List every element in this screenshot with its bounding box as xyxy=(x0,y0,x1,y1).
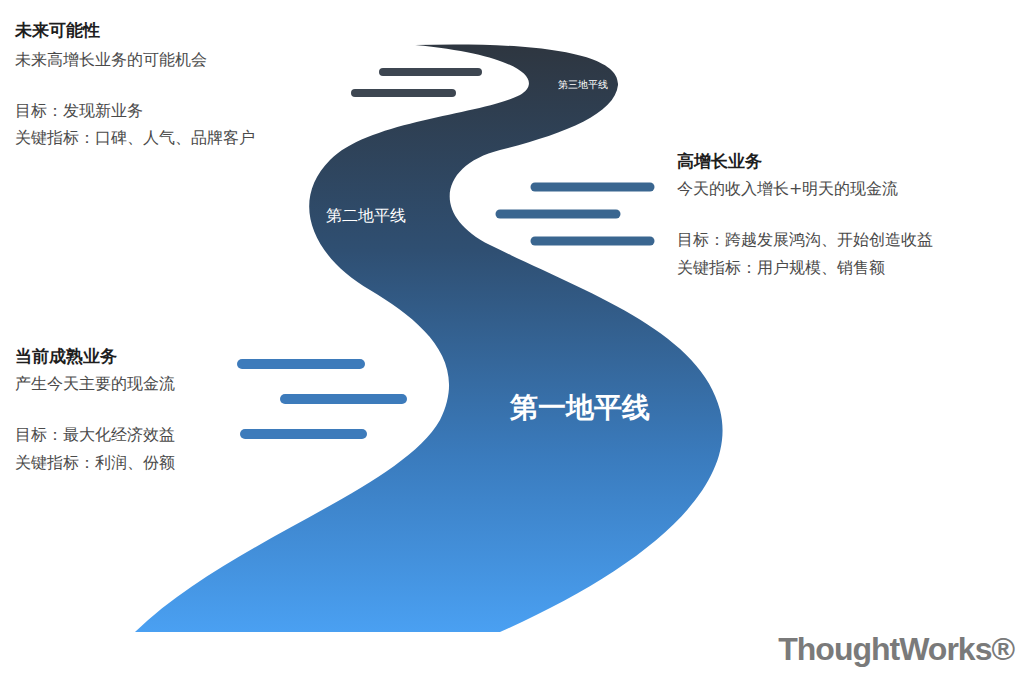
horizon-label: 第二地平线 xyxy=(326,206,406,225)
body-text: 未来高增长业务的可能机会 xyxy=(15,50,207,69)
body-text: 今天的收入增长+明天的现金流 xyxy=(677,179,898,198)
body-text: 目标：跨越发展鸿沟、开始创造收益 xyxy=(677,230,933,249)
body-text: 目标：发现新业务 xyxy=(15,101,143,120)
speed-bar xyxy=(242,359,360,369)
body-text: 关键指标：用户规模、销售额 xyxy=(677,258,885,277)
speed-bar xyxy=(535,183,650,192)
body-text: 关键指标：利润、份额 xyxy=(15,453,175,472)
section-heading: 当前成熟业务 xyxy=(15,346,117,366)
section-heading: 高增长业务 xyxy=(677,151,762,171)
speed-bar xyxy=(383,68,478,76)
body-text: 产生今天主要的现金流 xyxy=(15,374,175,393)
speed-bars-top xyxy=(355,72,478,93)
horizon-label: 第一地平线 xyxy=(510,391,650,425)
speed-bars-right xyxy=(500,187,650,241)
speed-bar xyxy=(245,429,362,439)
speed-bar xyxy=(355,89,452,97)
section-heading: 未来可能性 xyxy=(15,20,100,40)
body-text: 关键指标：口碑、人气、品牌客户 xyxy=(15,128,255,147)
speed-bar xyxy=(285,394,402,404)
horizon-label: 第三地平线 xyxy=(558,79,608,91)
body-text: 目标：最大化经济效益 xyxy=(15,425,175,444)
speed-bar xyxy=(535,237,650,246)
brand-logo: ThoughtWorks® xyxy=(778,630,1014,668)
speed-bars-left xyxy=(242,364,402,434)
speed-bar xyxy=(500,210,616,219)
